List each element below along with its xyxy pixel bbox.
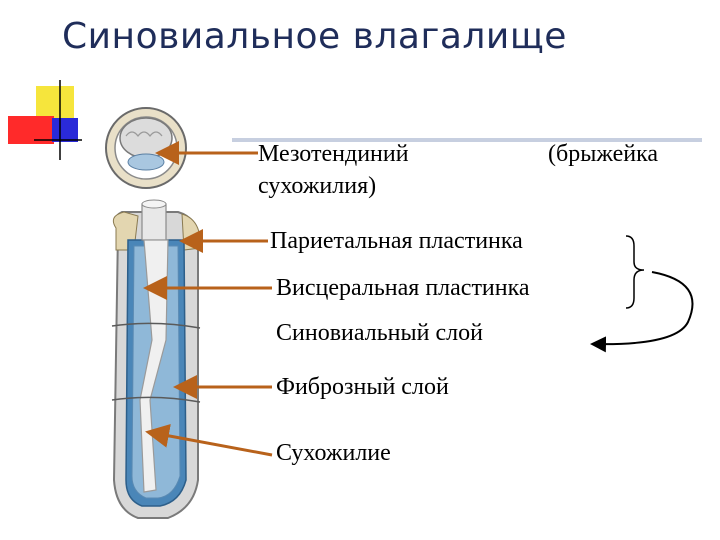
arrow-tendon xyxy=(148,432,272,455)
label-mesotendon-cont: сухожилия) xyxy=(258,173,376,200)
label-visceral: Висцеральная пластинка xyxy=(276,275,530,302)
bracket xyxy=(626,236,644,308)
curved-arrow-synovial xyxy=(592,272,693,344)
label-mesotendon-paren: (брыжейка xyxy=(548,141,658,168)
label-tendon: Сухожилие xyxy=(276,440,391,467)
label-mesotendon: Мезотендиний xyxy=(258,141,409,168)
label-synovial: Синовиальный слой xyxy=(276,320,483,347)
label-fibrous: Фиброзный слой xyxy=(276,374,449,401)
label-parietal: Париетальная пластинка xyxy=(270,228,523,255)
